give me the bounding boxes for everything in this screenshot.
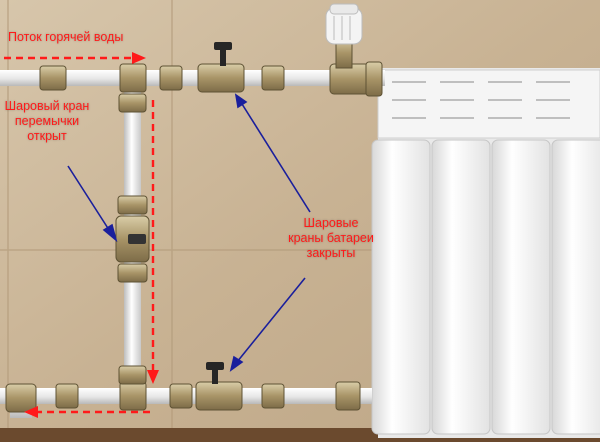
- pointer-arrows: [67, 93, 311, 372]
- bypass-valve-label: Шаровый кран перемычки открыт: [0, 99, 94, 144]
- ball-valve-icon: [128, 42, 232, 384]
- battery-valves-label: Шаровые краны батареи закрыты: [272, 216, 390, 261]
- hot-water-flow-label: Поток горячей воды: [8, 30, 124, 44]
- bottom-fittings: [5, 381, 361, 413]
- radiator-icon: [371, 68, 600, 438]
- thermostatic-head-icon: [325, 3, 363, 69]
- hot-water-flow-arrows: [4, 56, 155, 414]
- bypass-valve-label-line: перемычки: [14, 114, 80, 128]
- battery-valves-label-line: закрыты: [306, 246, 356, 260]
- bypass-valve-label-line: Шаровый кран: [4, 99, 90, 113]
- top-fittings: [39, 61, 383, 97]
- battery-valves-label-line: Шаровые: [303, 216, 359, 230]
- bypass-valve-label-line: открыт: [27, 129, 67, 143]
- bypass-fittings: [115, 93, 150, 385]
- top-supply-pipe: [0, 70, 385, 86]
- battery-valves-label-line: краны батареи: [288, 231, 374, 245]
- flow-arrow-heads: [24, 52, 159, 418]
